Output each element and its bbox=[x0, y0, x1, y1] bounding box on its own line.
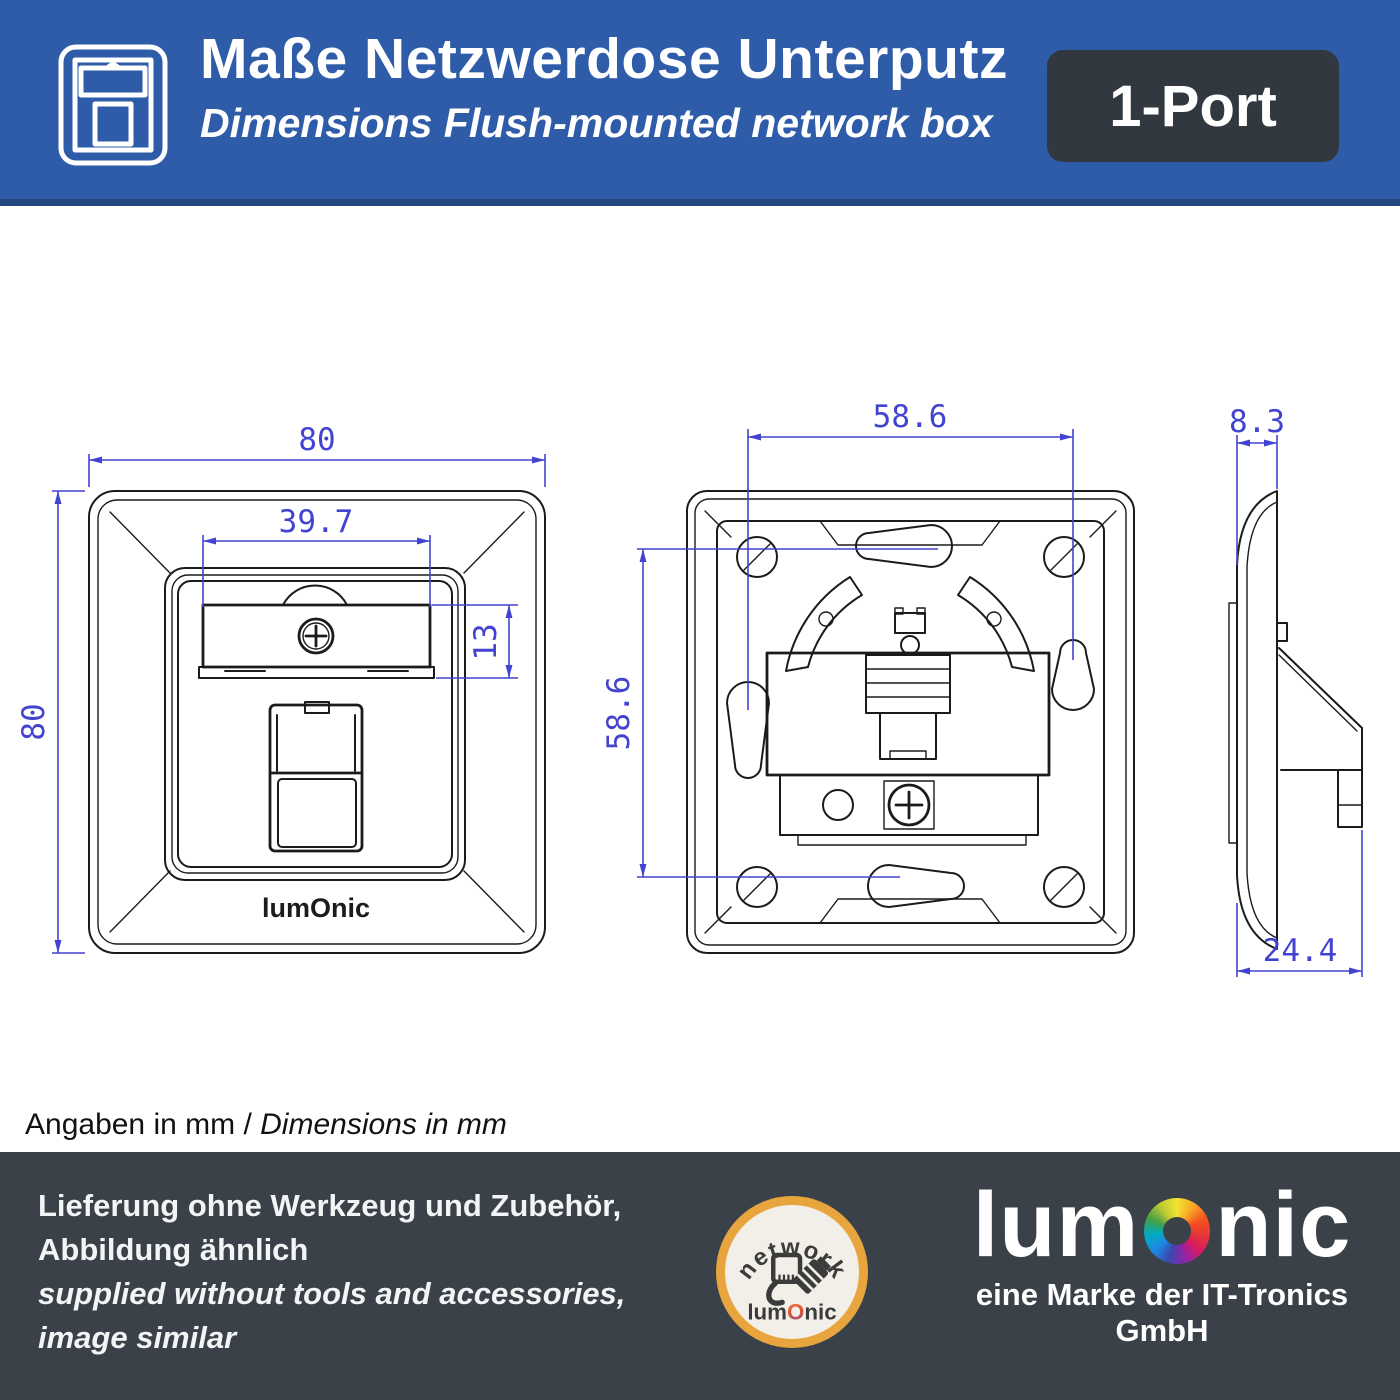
logo-tagline: eine Marke der IT-Tronics GmbH bbox=[975, 1277, 1349, 1349]
svg-text:80: 80 bbox=[298, 422, 335, 458]
network-badge-graphic: network lumOnic bbox=[732, 1234, 850, 1324]
badge-brand: lumOnic bbox=[747, 1299, 836, 1324]
side-dim-frame-depth: 8.3 bbox=[1229, 404, 1285, 565]
units-note-de: Angaben in mm bbox=[25, 1108, 236, 1141]
svg-text:80: 80 bbox=[16, 703, 52, 740]
units-note-en: Dimensions in mm bbox=[260, 1108, 507, 1141]
svg-text:58.6: 58.6 bbox=[873, 399, 948, 435]
footer-note-en-1: supplied without tools and accessories, bbox=[38, 1276, 626, 1312]
page-title: Maße Netzwerdose Unterputz bbox=[200, 27, 1008, 91]
corner-screws bbox=[736, 536, 1085, 908]
port-count-badge: 1-Port bbox=[1047, 50, 1339, 162]
keyhole-slots bbox=[726, 524, 1095, 908]
footer-bar: Lieferung ohne Werkzeug und Zubehör, Abb… bbox=[0, 1152, 1400, 1400]
logo-text-post: nic bbox=[1215, 1174, 1352, 1276]
units-note: Angaben in mm / Dimensions in mm bbox=[25, 1108, 507, 1142]
brand-logo: lum nic eine Marke der IT-Tronics GmbH bbox=[952, 1174, 1372, 1349]
side-view: 8.3 24.4 bbox=[1228, 404, 1363, 977]
rj45-plug-icon bbox=[766, 1252, 831, 1306]
front-brand-label: lumOnic bbox=[262, 893, 370, 923]
front-view: lumOnic 80 80 39.7 bbox=[16, 422, 546, 954]
footer-note-de-2: Abbildung ähnlich bbox=[38, 1232, 309, 1268]
footer-notes: Lieferung ohne Werkzeug und Zubehör, Abb… bbox=[38, 1184, 625, 1360]
front-dim-label-height: 13 bbox=[432, 604, 518, 679]
page-subtitle: Dimensions Flush-mounted network box bbox=[200, 99, 993, 146]
footer-note-de-1: Lieferung ohne Werkzeug und Zubehör, bbox=[38, 1188, 622, 1223]
svg-text:24.4: 24.4 bbox=[1263, 933, 1338, 969]
network-badge: network lumOnic bbox=[716, 1196, 868, 1348]
side-dim-total-depth: 24.4 bbox=[1236, 830, 1363, 977]
network-socket-icon bbox=[58, 44, 168, 166]
back-view: 58.6 58.6 bbox=[601, 399, 1135, 954]
front-dim-label-width: 39.7 bbox=[202, 504, 431, 607]
back-dim-horizontal: 58.6 bbox=[747, 399, 1074, 710]
header-underline bbox=[0, 199, 1400, 206]
svg-text:13: 13 bbox=[468, 623, 504, 660]
front-dim-height: 80 bbox=[16, 490, 85, 954]
technical-drawing: lumOnic 80 80 39.7 bbox=[16, 399, 1363, 977]
header-bar: Maße Netzwerdose Unterputz Dimensions Fl… bbox=[0, 0, 1400, 199]
svg-text:39.7: 39.7 bbox=[279, 504, 354, 540]
svg-text:58.6: 58.6 bbox=[601, 676, 637, 751]
svg-text:8.3: 8.3 bbox=[1229, 404, 1285, 440]
units-note-separator: / bbox=[235, 1108, 261, 1141]
logo-text-pre: lum bbox=[972, 1174, 1140, 1276]
rainbow-ring-icon bbox=[1144, 1197, 1211, 1264]
front-dim-width: 80 bbox=[88, 422, 546, 487]
back-dim-vertical: 58.6 bbox=[601, 548, 938, 878]
footer-note-en-2: image similar bbox=[38, 1320, 237, 1356]
